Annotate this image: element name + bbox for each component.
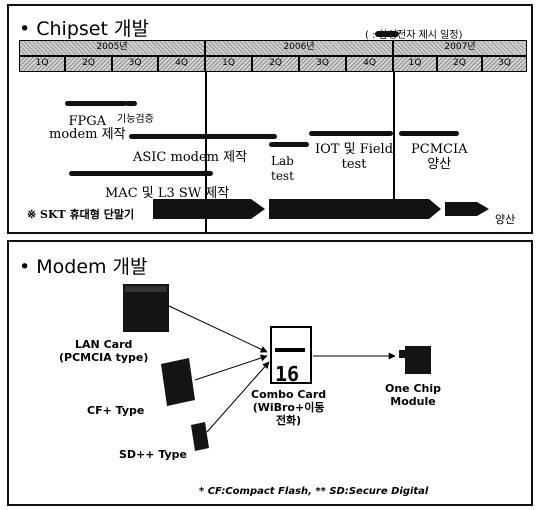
mac-label: MAC 및 L3 SW 제작 [105,186,230,201]
iot-label: IOT 및 Field test [315,142,394,172]
quarter-cell: 3Q [482,56,527,72]
skt-arrows [153,199,489,219]
asic-bar [129,134,277,139]
skt-arrow-3 [445,202,489,216]
legend-bar-icon [375,31,399,37]
quarter-cell: 2Q [437,56,482,72]
modem-title: • Modem 개발 [19,256,148,278]
chipset-panel: • Chipset 개발 ( : 삼성전자 제시 일정) 2005년 2006년… [7,4,533,234]
chipset-title: • Chipset 개발 [19,18,149,40]
fpga-label: FPGA modem 제작 [49,114,126,142]
cf-type-label: CF+ Type [87,404,145,417]
combo-number: 16 [275,362,300,386]
lan-card-stripe [125,286,167,292]
arrow-sd-to-combo [206,361,270,433]
modem-panel: • Modem 개발 16 LAN Card (PCMCIA type) CF+… [7,240,533,506]
pcmcia-label: PCMCIA 양산 [411,142,468,172]
fpga-bar [65,101,127,106]
quarter-cell: 1Q [205,56,252,72]
one-chip-icon [405,346,431,374]
mac-bar [69,171,213,176]
combo-card-label: Combo Card (WiBro+이동 전화) [251,388,327,427]
skt-arrow-1 [153,199,265,219]
quarter-cell: 4Q [158,56,205,72]
lan-card-label: LAN Card (PCMCIA type) [59,338,149,364]
quarter-cell: 3Q [299,56,346,72]
year-divider [393,72,395,202]
one-chip-notch [399,350,407,358]
footnote: * CF:Compact Flash, ** SD:Secure Digital [199,486,429,497]
inspect-bar [125,101,137,106]
mass-production-label: 양산 [495,213,516,226]
sd-type-label: SD++ Type [119,448,188,461]
quarter-cell: 2Q [65,56,112,72]
sd-card-icon [191,422,209,451]
one-chip-label: One Chip Module [385,382,442,408]
year-cell: 2007년 [393,40,527,56]
quarter-cell: 3Q [112,56,158,72]
pcmcia-bar [399,131,459,136]
skt-arrow-2 [269,199,441,219]
modem-diagram [123,284,431,451]
cf-card-icon [161,358,195,406]
asic-label: ASIC modem 제작 [133,150,248,165]
iot-bar [309,131,393,136]
arrow-lan-to-combo [168,305,268,353]
year-cell: 2005년 [19,40,205,56]
skt-label: ※ SKT 휴대형 단말기 [27,208,135,221]
schedule-legend: ( : 삼성전자 제시 일정) [365,26,463,41]
combo-card-icon [270,326,312,384]
legend-text: ( : 삼성전자 제시 일정) [365,30,463,41]
quarter-cell: 2Q [252,56,299,72]
arrow-cf-to-combo [194,354,268,381]
combo-card-stripe [275,348,305,352]
quarter-cell: 1Q [19,56,65,72]
lab-label: Lab test [271,154,294,183]
inspect-label: 기능검증 [117,114,154,125]
year-divider [205,72,207,232]
year-cell: 2006년 [205,40,393,56]
quarter-cell: 4Q [346,56,393,72]
quarter-cell: 1Q [393,56,437,72]
lab-bar [269,142,309,147]
timeline-header: 2005년 2006년 2007년 1Q 2Q 3Q 4Q 1Q 2Q 3Q 4… [19,40,527,74]
